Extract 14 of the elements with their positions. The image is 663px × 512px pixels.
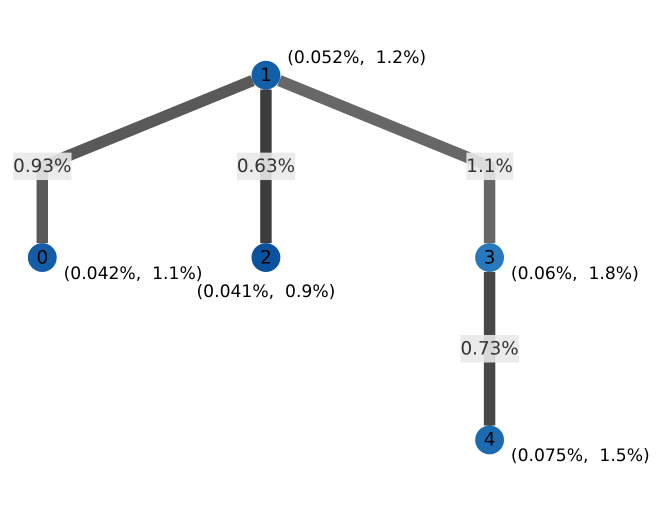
edge-line bbox=[36, 75, 255, 244]
node-circle: 3 bbox=[475, 243, 504, 272]
node-caption: (0.052%, 1.2%) bbox=[287, 48, 426, 68]
node-circle: 2 bbox=[252, 243, 280, 272]
edge-line bbox=[484, 272, 496, 426]
node-caption: (0.075%, 1.5%) bbox=[510, 446, 650, 466]
node-caption: (0.06%, 1.8%) bbox=[510, 264, 639, 284]
node-caption: (0.042%, 1.1%) bbox=[64, 264, 202, 284]
node-caption: (0.041%, 0.9%) bbox=[196, 282, 336, 302]
edge-line bbox=[260, 90, 272, 244]
node-circle: 0 bbox=[28, 243, 57, 272]
node-circle: 4 bbox=[475, 426, 504, 454]
edge-line bbox=[277, 75, 496, 244]
node-circle: 1 bbox=[252, 60, 280, 90]
